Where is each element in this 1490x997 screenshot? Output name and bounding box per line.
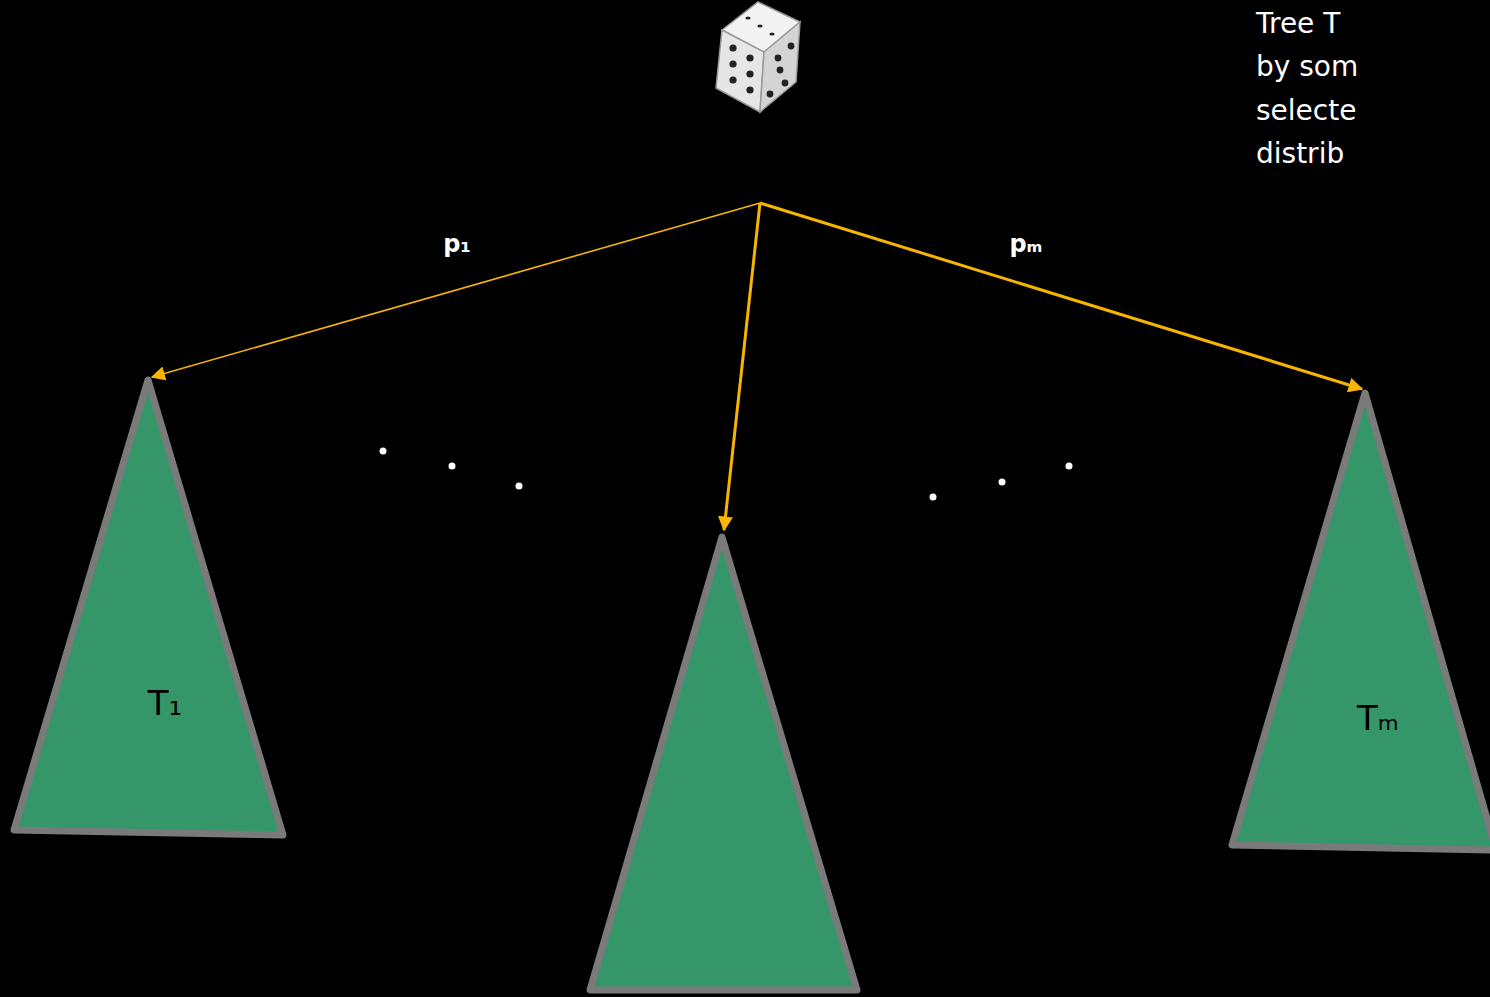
triangle-outline xyxy=(1228,389,1490,855)
tree-triangle xyxy=(590,537,857,990)
note-text: Tree T by som selecte distrib xyxy=(1256,2,1368,176)
tree-triangle: Tₘ xyxy=(1228,389,1490,855)
selection-arrow xyxy=(760,203,1362,389)
probability-label: p₁ xyxy=(443,231,471,257)
tree-label: Tₘ xyxy=(1357,700,1399,737)
tree-label: T₁ xyxy=(148,685,182,722)
probability-label: pₘ xyxy=(1009,231,1042,257)
ellipsis-dots xyxy=(380,448,1073,501)
triangle-shape xyxy=(14,380,283,835)
triangle-shape xyxy=(1232,393,1490,850)
selection-arrow xyxy=(724,203,760,530)
selection-arrow xyxy=(152,203,760,377)
die-icon xyxy=(716,2,800,112)
tree-triangle: T₁ xyxy=(10,374,290,840)
triangle-outline xyxy=(10,374,290,840)
